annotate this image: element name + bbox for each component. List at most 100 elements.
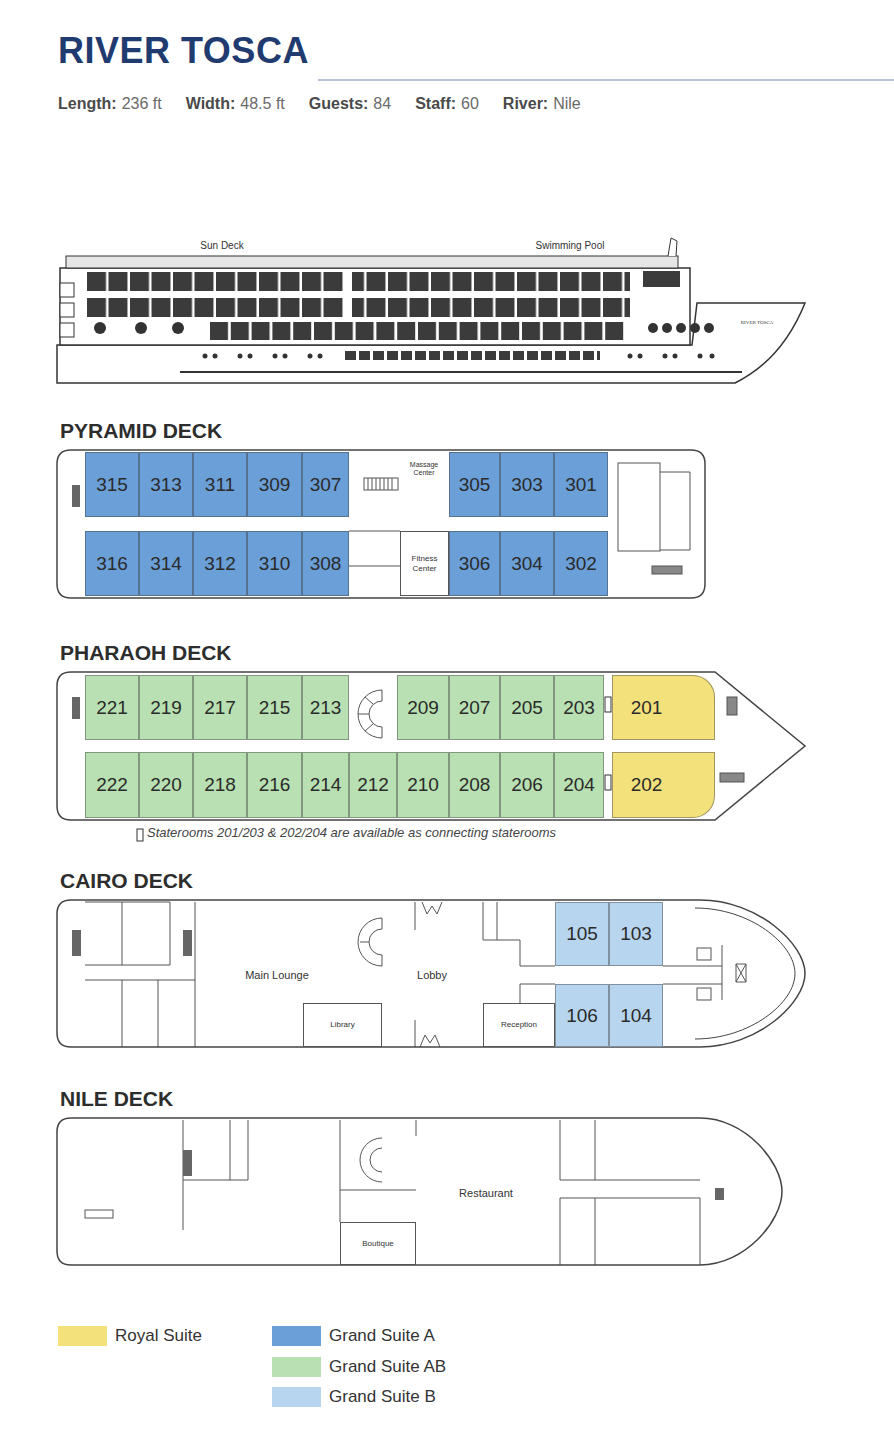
stateroom-box: 220 [139,752,193,818]
stateroom-box: 308 [302,531,349,596]
room-label: Main Lounge [245,969,309,982]
stateroom-box: 311 [193,452,247,517]
legend-text: Grand Suite AB [329,1357,446,1377]
stateroom-number: 210 [407,774,439,796]
stateroom-box: 210 [397,752,449,818]
stateroom-box: 203 [554,675,604,740]
spec-key: Length: [58,95,117,113]
stateroom-number: 309 [259,474,291,496]
stateroom-number: 303 [511,474,543,496]
stateroom-box: 217 [193,675,247,740]
deck-heading: CAIRO DECK [60,869,193,893]
deck-outline-path [57,1118,782,1265]
spec-value: 48.5 ft [240,95,284,113]
spec-key: Staff: [415,95,456,113]
spec-key: Width: [186,95,236,113]
stateroom-box: 204 [554,752,604,818]
page-title: RIVER TOSCA [58,30,309,72]
legend-entry: Royal Suite [58,1326,202,1346]
ship-specs: Length:236 ftWidth:48.5 ftGuests:84Staff… [58,95,605,113]
stateroom-box: 222 [85,752,139,818]
deck-plan: PHARAOH DECK2212192172152132092072052032… [57,672,805,820]
legend-text: Royal Suite [115,1326,202,1346]
stateroom-number: 207 [459,697,491,719]
stateroom-box: 316 [85,531,139,596]
stateroom-box: 202 [612,752,715,818]
stateroom-number: 305 [459,474,491,496]
stateroom-box: 209 [397,675,449,740]
deck-plan: NILE DECKBoutique [57,1118,782,1265]
room-box: Boutique [340,1222,416,1265]
ship-side-view [57,238,805,383]
stateroom-box: 312 [193,531,247,596]
stateroom-box: 205 [500,675,554,740]
deck-heading: PHARAOH DECK [60,641,232,665]
stateroom-number: 203 [563,697,595,719]
stateroom-box: 213 [302,675,349,740]
stateroom-number: 214 [310,774,342,796]
deck-heading: PYRAMID DECK [60,419,222,443]
stateroom-box: 206 [500,752,554,818]
stateroom-number: 314 [150,553,182,575]
stateroom-box: 305 [449,452,500,517]
deck-outline-path [57,672,805,820]
stateroom-number: 218 [204,774,236,796]
legend-text: Grand Suite A [329,1326,435,1346]
stateroom-box: 216 [247,752,302,818]
deck-outline-path [57,900,805,1047]
room-box: Library [303,1003,382,1047]
deck-callout: Sun Deck [200,240,243,252]
title-rule [318,79,894,81]
legend-swatch [272,1357,321,1377]
stateroom-number: 312 [204,553,236,575]
stateroom-box: 302 [554,531,608,596]
stateroom-box: 306 [449,531,500,596]
stateroom-number: 208 [459,774,491,796]
stateroom-number: 104 [620,1005,652,1027]
room-name: Boutique [362,1239,394,1248]
deck-callout: Swimming Pool [536,240,605,252]
room-label: Lobby [417,969,447,982]
stateroom-number: 220 [150,774,182,796]
stateroom-number: 103 [620,923,652,945]
deck-outline [57,1118,782,1265]
stateroom-number: 213 [310,697,342,719]
stateroom-number: 306 [459,553,491,575]
legend-entry: Grand Suite A [272,1326,435,1346]
stateroom-box: 315 [85,452,139,517]
stateroom-box: 218 [193,752,247,818]
stateroom-box: 207 [449,675,500,740]
stateroom-number: 217 [204,697,236,719]
stateroom-number: 307 [310,474,342,496]
room-box: Fitness Center [400,531,449,596]
spec-key: River: [503,95,548,113]
stateroom-number: 315 [96,474,128,496]
stateroom-number: 201 [631,697,663,719]
stateroom-box: 104 [609,984,663,1047]
legend-entry: Grand Suite B [272,1387,436,1407]
room-label: Massage Center [402,461,446,477]
stateroom-number: 302 [565,553,597,575]
stateroom-box: 219 [139,675,193,740]
stateroom-number: 308 [310,553,342,575]
stateroom-number: 215 [259,697,291,719]
stateroom-box: 303 [500,452,554,517]
stateroom-number: 212 [357,774,389,796]
spec-value: 84 [373,95,391,113]
stateroom-number: 202 [631,774,663,796]
stateroom-box: 212 [349,752,397,818]
stateroom-box: 314 [139,531,193,596]
deck-outline-path [57,450,705,598]
footnote: Staterooms 201/203 & 202/204 are availab… [147,826,556,841]
stateroom-box: 208 [449,752,500,818]
stateroom-number: 313 [150,474,182,496]
stateroom-number: 206 [511,774,543,796]
stateroom-box: 221 [85,675,139,740]
deck-heading: NILE DECK [60,1087,173,1111]
room-box: Reception [483,1003,555,1047]
deck-plan: PYRAMID DECK3153133113093073053033013163… [57,450,705,598]
stateroom-number: 204 [563,774,595,796]
stateroom-box: 307 [302,452,349,517]
legend-swatch [272,1387,321,1407]
